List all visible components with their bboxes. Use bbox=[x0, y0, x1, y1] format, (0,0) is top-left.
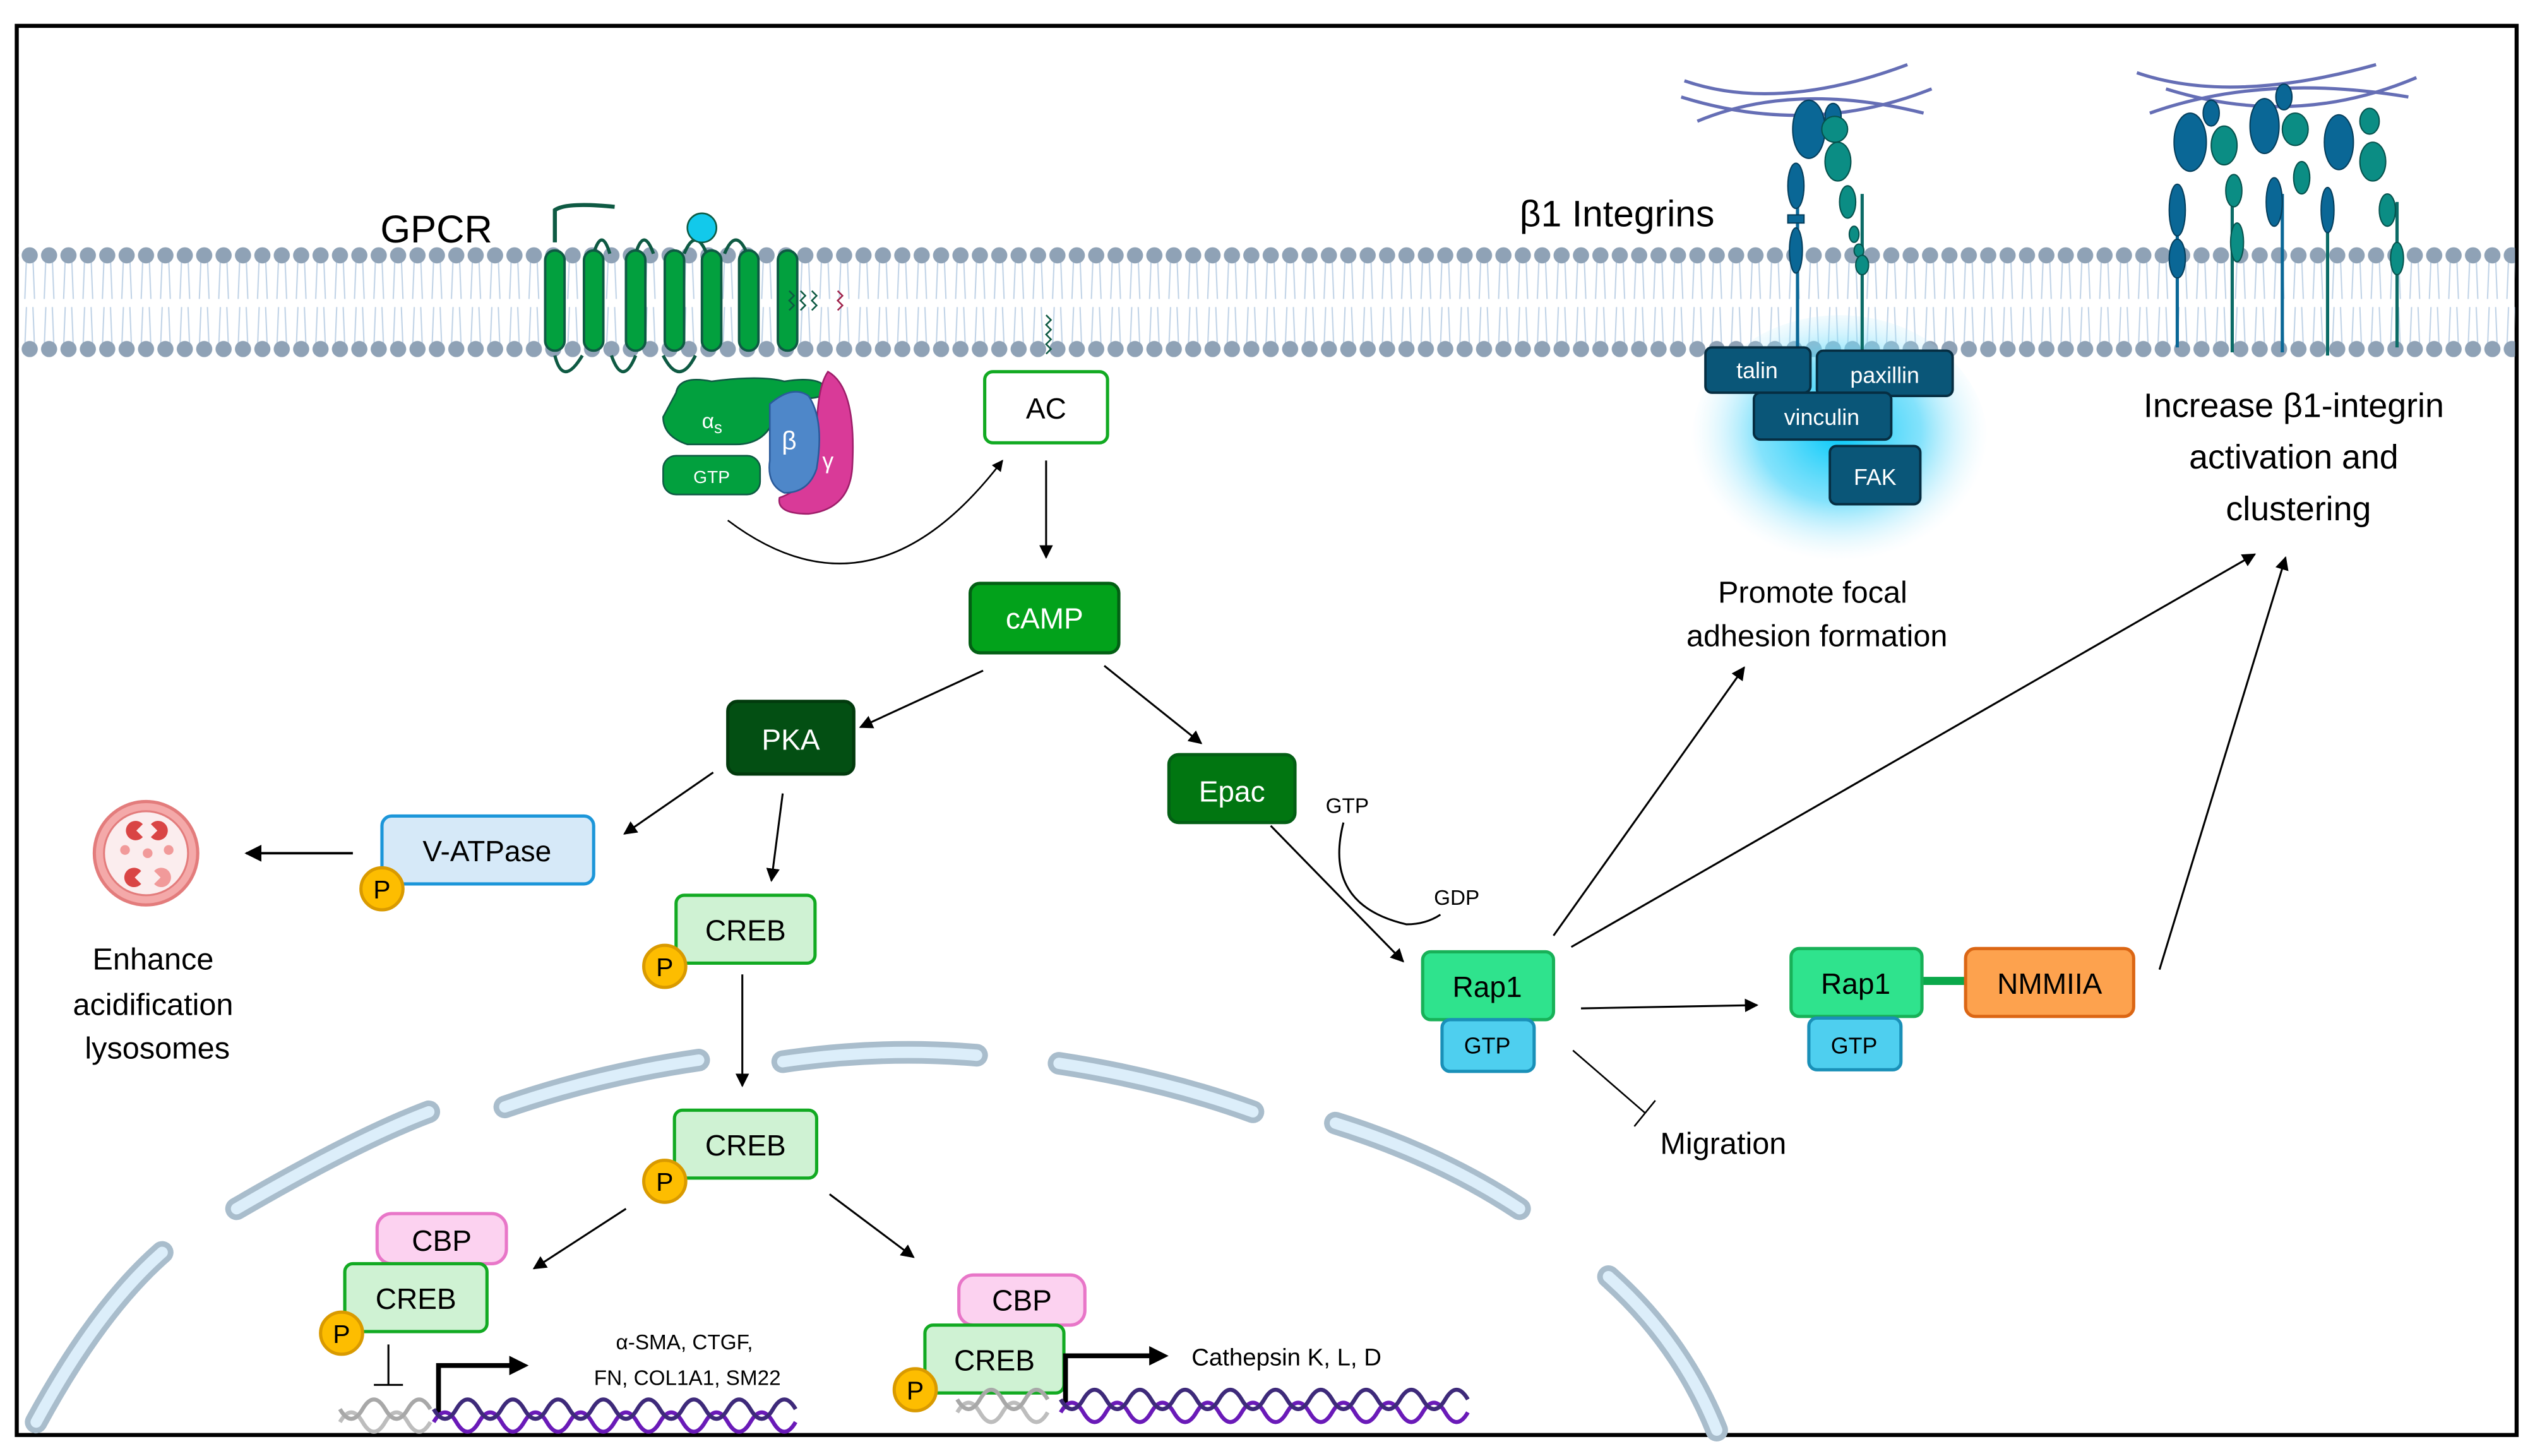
svg-text:AC: AC bbox=[1026, 392, 1066, 425]
svg-text:paxillin: paxillin bbox=[1850, 363, 1919, 388]
svg-text:CBP: CBP bbox=[412, 1224, 472, 1257]
gtp-bound-rap1: GTP bbox=[1440, 1018, 1536, 1073]
node-creb-nucleus[interactable]: CREB bbox=[672, 1108, 818, 1180]
svg-text:GTP: GTP bbox=[1464, 1034, 1511, 1059]
svg-text:Rap1: Rap1 bbox=[1821, 967, 1890, 1000]
svg-text:P: P bbox=[373, 875, 390, 904]
gtp-bound-rap1-complex: GTP bbox=[1807, 1016, 1903, 1071]
g-gamma-label: γ bbox=[822, 448, 833, 474]
svg-text:CREB: CREB bbox=[954, 1344, 1035, 1376]
svg-text:talin: talin bbox=[1736, 358, 1778, 383]
phospho-badge: P bbox=[642, 943, 688, 989]
ligand-icon bbox=[686, 212, 718, 244]
lysosome-effect-label: Enhance acidification lysosomes bbox=[73, 943, 242, 1066]
node-creb-cytoplasm[interactable]: CREB bbox=[674, 893, 817, 965]
node-rap1-complex[interactable]: Rap1 bbox=[1789, 946, 1924, 1018]
gtp-input-label: GTP bbox=[1326, 794, 1369, 818]
arrow-g-to-ac bbox=[727, 459, 1003, 564]
focal-protein-vinculin[interactable]: vinculin bbox=[1752, 391, 1893, 441]
svg-text:Epac: Epac bbox=[1199, 775, 1265, 808]
svg-text:P: P bbox=[333, 1320, 350, 1349]
focal-protein-paxillin[interactable]: paxillin bbox=[1815, 349, 1954, 397]
g-gtp-label: GTP bbox=[693, 467, 730, 487]
g-beta-label: β bbox=[782, 426, 797, 455]
cbp-box-left[interactable]: CBP bbox=[375, 1212, 508, 1265]
g-alpha-label: αs bbox=[702, 410, 722, 437]
arrow-rap1-integrin bbox=[1570, 553, 2257, 948]
nuclear-envelope bbox=[25, 1041, 1728, 1441]
gpcr-receptor bbox=[544, 203, 799, 374]
svg-text:CREB: CREB bbox=[705, 914, 786, 947]
gdp-output-label: GDP bbox=[1434, 886, 1479, 910]
creb-box-right[interactable]: CREB bbox=[923, 1323, 1066, 1395]
target-genes-fibrotic: α-SMA, CTGF, FN, COL1A1, SM22 bbox=[594, 1331, 781, 1390]
svg-text:CREB: CREB bbox=[376, 1282, 456, 1315]
integrin-single bbox=[1680, 63, 1933, 364]
arrow-creb-left-complex bbox=[532, 1208, 627, 1270]
svg-text:CREB: CREB bbox=[705, 1129, 786, 1162]
migration-label: Migration bbox=[1660, 1126, 1786, 1161]
focal-protein-fak[interactable]: FAK bbox=[1828, 445, 1922, 506]
arrow-camp-epac bbox=[1104, 665, 1203, 744]
g-protein: αs GTP γ β bbox=[662, 290, 854, 515]
node-pka[interactable]: PKA bbox=[726, 700, 856, 776]
integrin-activation-label: Increase β1-integrin activation and clus… bbox=[2144, 386, 2454, 528]
svg-text:PKA: PKA bbox=[761, 724, 820, 756]
arrow-pka-vatpase bbox=[623, 772, 714, 835]
svg-text:FAK: FAK bbox=[1854, 465, 1897, 490]
arrow-epac-rap1 bbox=[1270, 825, 1404, 963]
node-vatpase[interactable]: V-ATPase bbox=[380, 814, 595, 886]
dna-helix-left bbox=[338, 1397, 797, 1434]
arrow-pka-creb bbox=[766, 793, 784, 882]
cell-membrane bbox=[18, 246, 2515, 359]
gpcr-label: GPCR bbox=[380, 208, 492, 251]
svg-text:P: P bbox=[907, 1376, 924, 1405]
arrow-creb-right-complex bbox=[828, 1193, 915, 1258]
node-rap1[interactable]: Rap1 bbox=[1421, 950, 1556, 1022]
arrow-camp-pka bbox=[859, 669, 984, 729]
inhibition-migration bbox=[1572, 1049, 1656, 1127]
focal-protein-talin[interactable]: talin bbox=[1704, 346, 1812, 394]
phospho-badge: P bbox=[642, 1159, 688, 1204]
inhibition-line bbox=[374, 1344, 403, 1386]
phospho-badge: P bbox=[359, 866, 405, 912]
gtp-gdp-exchange-arc bbox=[1338, 822, 1441, 926]
target-genes-cathepsin: Cathepsin K, L, D bbox=[1191, 1344, 1381, 1371]
integrins-label: β1 Integrins bbox=[1520, 193, 1715, 234]
lysosome-icon bbox=[92, 799, 200, 907]
arrow-rap1-nmmiia-complex bbox=[1580, 998, 1759, 1013]
focal-adhesion-label: Promote focal adhesion formation bbox=[1686, 576, 1947, 653]
arrow-nmmiia-integrin bbox=[2158, 556, 2289, 970]
cbp-box-right[interactable]: CBP bbox=[957, 1273, 1087, 1327]
svg-text:P: P bbox=[656, 953, 673, 982]
svg-text:P: P bbox=[656, 1167, 673, 1196]
svg-text:NMMIIA: NMMIIA bbox=[1997, 967, 2103, 1000]
svg-text:vinculin: vinculin bbox=[1784, 405, 1860, 430]
node-camp[interactable]: cAMP bbox=[969, 582, 1121, 655]
svg-text:CBP: CBP bbox=[992, 1284, 1052, 1317]
creb-box-left[interactable]: CREB bbox=[343, 1262, 489, 1334]
node-epac[interactable]: Epac bbox=[1167, 753, 1297, 825]
node-ac[interactable]: AC bbox=[983, 370, 1109, 445]
arrow-rap1-focal bbox=[1553, 666, 1745, 936]
dna-helix-right bbox=[955, 1387, 1470, 1424]
node-nmmiia[interactable]: NMMIIA bbox=[1964, 946, 2135, 1018]
phospho-badge: P bbox=[892, 1367, 938, 1412]
integrin-cluster bbox=[2136, 63, 2418, 356]
transcription-arrow-right bbox=[1063, 1346, 1169, 1409]
phospho-badge: P bbox=[319, 1310, 364, 1356]
svg-text:GTP: GTP bbox=[1831, 1034, 1878, 1059]
svg-text:Rap1: Rap1 bbox=[1453, 970, 1522, 1003]
svg-text:cAMP: cAMP bbox=[1006, 602, 1083, 635]
svg-text:V-ATPase: V-ATPase bbox=[422, 835, 551, 868]
transcription-arrow-left bbox=[436, 1356, 529, 1414]
